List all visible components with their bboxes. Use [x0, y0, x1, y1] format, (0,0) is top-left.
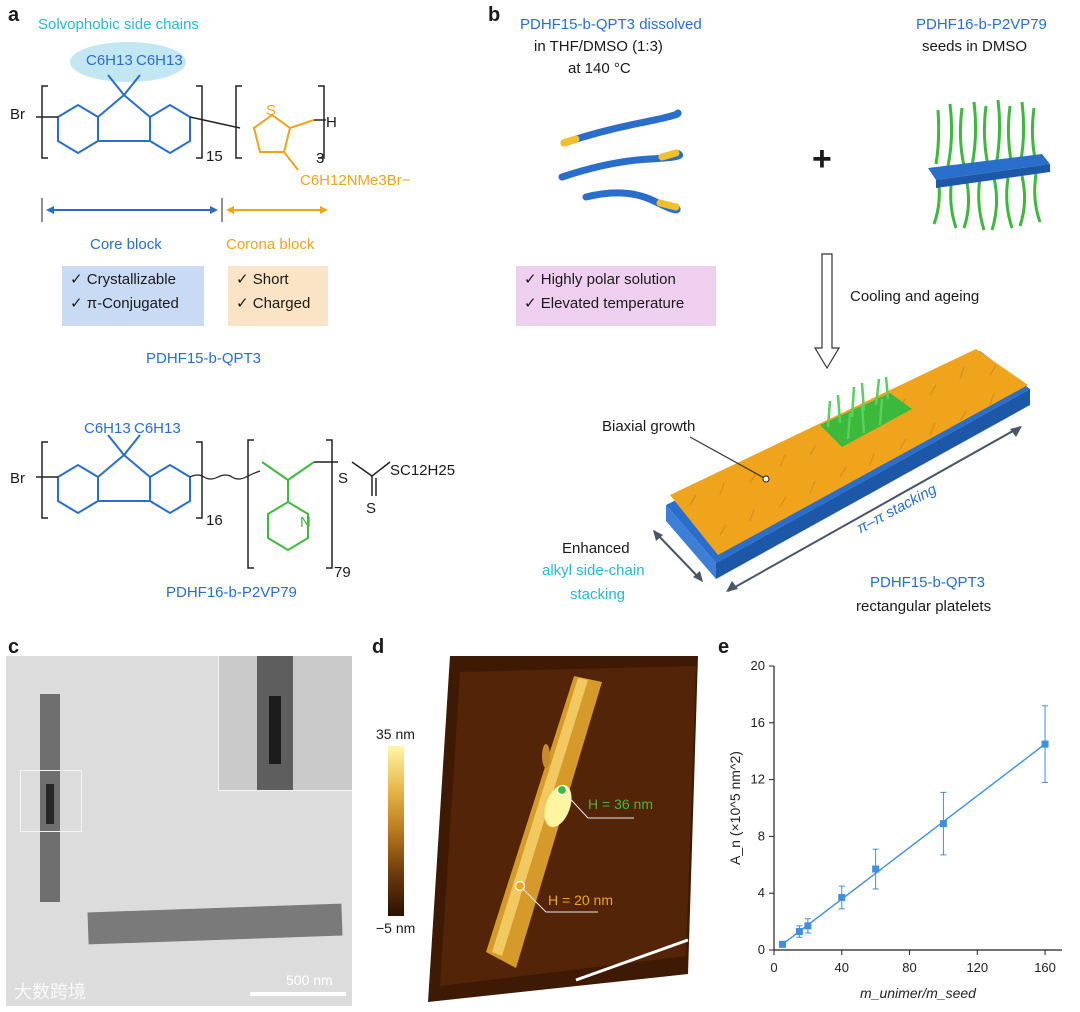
repeat-3: 3: [316, 150, 325, 167]
data-point: [795, 928, 803, 936]
data-point: [778, 940, 786, 948]
side-chain-label: C6H12NMe3Br−: [300, 172, 411, 189]
x-tick-label: 80: [902, 960, 916, 975]
solvent-text: in THF/DMSO (1:3): [534, 38, 663, 55]
x-axis-label: m_unimer/m_seed: [860, 985, 977, 1001]
tem-image: 500 nm 大数跨境: [6, 656, 352, 1006]
cooling-arrow: [813, 253, 841, 370]
seed-text: PDHF16-b-P2VP79: [916, 16, 1047, 33]
panel-label-c: c: [8, 636, 20, 658]
repeat-16: 16: [206, 512, 223, 529]
core-block-label: Core block: [90, 236, 162, 253]
c6h13-left-2: C6H13: [84, 420, 131, 437]
y-tick-label: 20: [751, 658, 765, 673]
x-tick-label: 40: [835, 960, 849, 975]
data-point: [838, 893, 846, 901]
data-point: [872, 865, 880, 873]
br-label-2: Br: [10, 470, 25, 487]
panel-label-a: a: [8, 4, 20, 26]
h-end: H: [326, 114, 337, 131]
unimer-text: PDHF15-b-QPT3 dissolved: [520, 16, 702, 33]
tem-zoom-box: [20, 770, 82, 832]
repeat-79: 79: [334, 564, 351, 581]
tem-scale-bar: [250, 992, 346, 996]
core-prop-1: ✓ Crystallizable: [70, 271, 176, 288]
polymer2-structure: [36, 434, 391, 569]
tem-scale-label: 500 nm: [286, 972, 333, 988]
y-tick-label: 4: [758, 885, 765, 900]
h-high-label: H = 36 nm: [588, 796, 653, 812]
s-chain-label: SC12H25: [390, 462, 456, 479]
core-props: ✓ Crystallizable ✓ π-Conjugated: [62, 266, 204, 326]
solvophobic-label: Solvophobic side chains: [38, 16, 199, 33]
tem-seed-dark: [46, 784, 54, 824]
corona-props: ✓ Short ✓ Charged: [228, 266, 328, 326]
repeat-15: 15: [206, 148, 223, 165]
tem-inset-seed: [269, 696, 281, 764]
alkyl-label: alkyl side-chain: [542, 562, 645, 579]
corona-prop-1: ✓ Short: [236, 271, 289, 288]
s-atom-2: S: [366, 500, 377, 517]
seed-micelle-illustration: [928, 99, 1050, 231]
y-tick-label: 12: [751, 772, 765, 787]
tem-platelet-horizontal: [87, 903, 343, 945]
x-tick-label: 0: [770, 960, 777, 975]
growth-chart: 0 40 80 120 160 0 4 8 12 16 20 m_unimer/m_seed A_n (…: [727, 658, 1062, 1001]
conditions-box: ✓ Highly polar solution ✓ Elevated tempe…: [516, 266, 716, 326]
temp-text: at 140 °C: [568, 60, 631, 77]
polymer1-name: PDHF15-b-QPT3: [146, 350, 262, 367]
br-label: Br: [10, 106, 25, 123]
n-atom: N: [300, 514, 311, 531]
y-axis-label: A_n (×10^5 nm^2): [727, 751, 743, 865]
cbar-min-label: −5 nm: [376, 920, 416, 936]
c6h13-right-2: C6H13: [134, 420, 181, 437]
cbar-max-label: 35 nm: [376, 726, 415, 742]
c6h13-right: C6H13: [136, 52, 183, 69]
corona-block-label: Corona block: [226, 236, 315, 253]
fit-line: [782, 743, 1046, 945]
afm-image: [428, 656, 698, 1002]
data-point: [1041, 740, 1049, 748]
seed-solvent-text: seeds in DMSO: [922, 38, 1028, 55]
watermark-text: 大数跨境: [14, 982, 86, 1002]
s-atom-1: S: [338, 470, 349, 487]
y-tick-label: 8: [758, 828, 765, 843]
condition-2: ✓ Elevated temperature: [524, 295, 685, 312]
unimer-chains-illustration: [558, 109, 684, 214]
platelet-name: PDHF15-b-QPT3: [870, 574, 986, 591]
h-low-label: H = 20 nm: [548, 892, 613, 908]
biaxial-label: Biaxial growth: [602, 418, 696, 435]
y-tick-label: 16: [751, 715, 765, 730]
x-tick-label: 120: [966, 960, 988, 975]
afm-colorbar: [388, 746, 404, 916]
polymer1-structure: [36, 42, 328, 222]
panel-label-b: b: [488, 4, 501, 26]
y-tick-label: 0: [758, 942, 765, 957]
corona-prop-2: ✓ Charged: [236, 295, 311, 312]
condition-1: ✓ Highly polar solution: [524, 271, 676, 288]
stacking-label: stacking: [570, 586, 626, 603]
tem-inset: [218, 656, 352, 791]
platelet-desc: rectangular platelets: [856, 598, 992, 615]
data-point: [939, 820, 947, 828]
panel-label-d: d: [372, 636, 385, 658]
plus-sign: +: [812, 140, 832, 178]
core-prop-2: ✓ π-Conjugated: [70, 295, 179, 312]
c6h13-left: C6H13: [86, 52, 133, 69]
polymer2-name: PDHF16-b-P2VP79: [166, 584, 297, 601]
s-atom: S: [266, 102, 277, 119]
x-tick-label: 160: [1034, 960, 1056, 975]
platelet-illustration: [653, 349, 1030, 592]
cooling-label: Cooling and ageing: [850, 288, 980, 305]
enhanced-label: Enhanced: [562, 540, 630, 557]
panel-label-e: e: [718, 636, 730, 658]
data-point: [804, 922, 812, 930]
